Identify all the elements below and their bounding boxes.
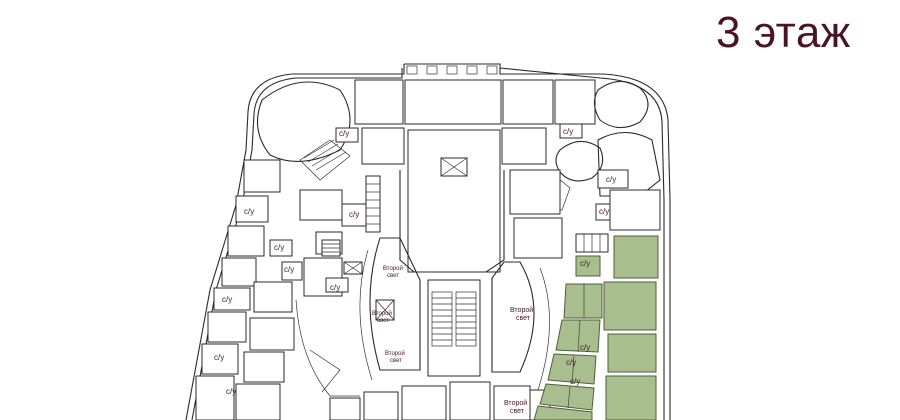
- restroom-label: с/у: [580, 259, 590, 268]
- second-light-label-line1: Второй: [385, 350, 405, 357]
- second-light-label-line1: Второй: [383, 265, 403, 272]
- restroom-labels: с/у с/у с/у с/у с/у с/у с/у с/у с/у с/у …: [214, 127, 616, 396]
- restroom-label: с/у: [244, 207, 254, 216]
- north-rooms: [354, 79, 596, 165]
- highlighted-areas: [533, 235, 659, 420]
- restroom-label: с/у: [566, 358, 576, 367]
- northwest-hall: [256, 81, 359, 181]
- south-rooms: [329, 381, 551, 420]
- restroom-label: с/у: [222, 295, 232, 304]
- restroom-label: с/у: [274, 243, 284, 252]
- west-wing: [195, 159, 360, 420]
- restroom-label: с/у: [226, 387, 236, 396]
- second-light-label-line2: свет: [377, 318, 389, 324]
- second-light-label-line2: свет: [510, 408, 525, 415]
- second-light-label-line2: свет: [516, 315, 531, 322]
- second-light-label-line2: свет: [387, 273, 399, 279]
- second-light-label-line1: Второй: [510, 306, 533, 314]
- inner-core-east: [509, 169, 661, 259]
- restroom-label: с/у: [214, 353, 224, 362]
- restroom-label: с/у: [599, 207, 609, 216]
- restroom-label: с/у: [349, 210, 359, 219]
- second-light-label-line1: Второй: [372, 310, 392, 317]
- restroom-label: с/у: [606, 175, 616, 184]
- restroom-label: с/у: [339, 129, 349, 138]
- restroom-label: с/у: [580, 343, 590, 352]
- light-wells: [343, 237, 550, 391]
- restroom-label: с/у: [284, 265, 294, 274]
- building-outline: [185, 63, 671, 420]
- restroom-label: с/у: [330, 283, 340, 292]
- restroom-label: с/у: [563, 127, 573, 136]
- second-light-label-line1: Второй: [504, 399, 527, 407]
- central-atrium: [399, 129, 505, 377]
- floor-title: 3 этаж: [716, 8, 851, 57]
- second-light-labels: Второй свет Второй свет Второй свет Втор…: [372, 265, 533, 415]
- second-light-label-line2: свет: [390, 358, 402, 364]
- inner-core-west: [299, 175, 381, 297]
- restroom-label: с/у: [570, 377, 580, 386]
